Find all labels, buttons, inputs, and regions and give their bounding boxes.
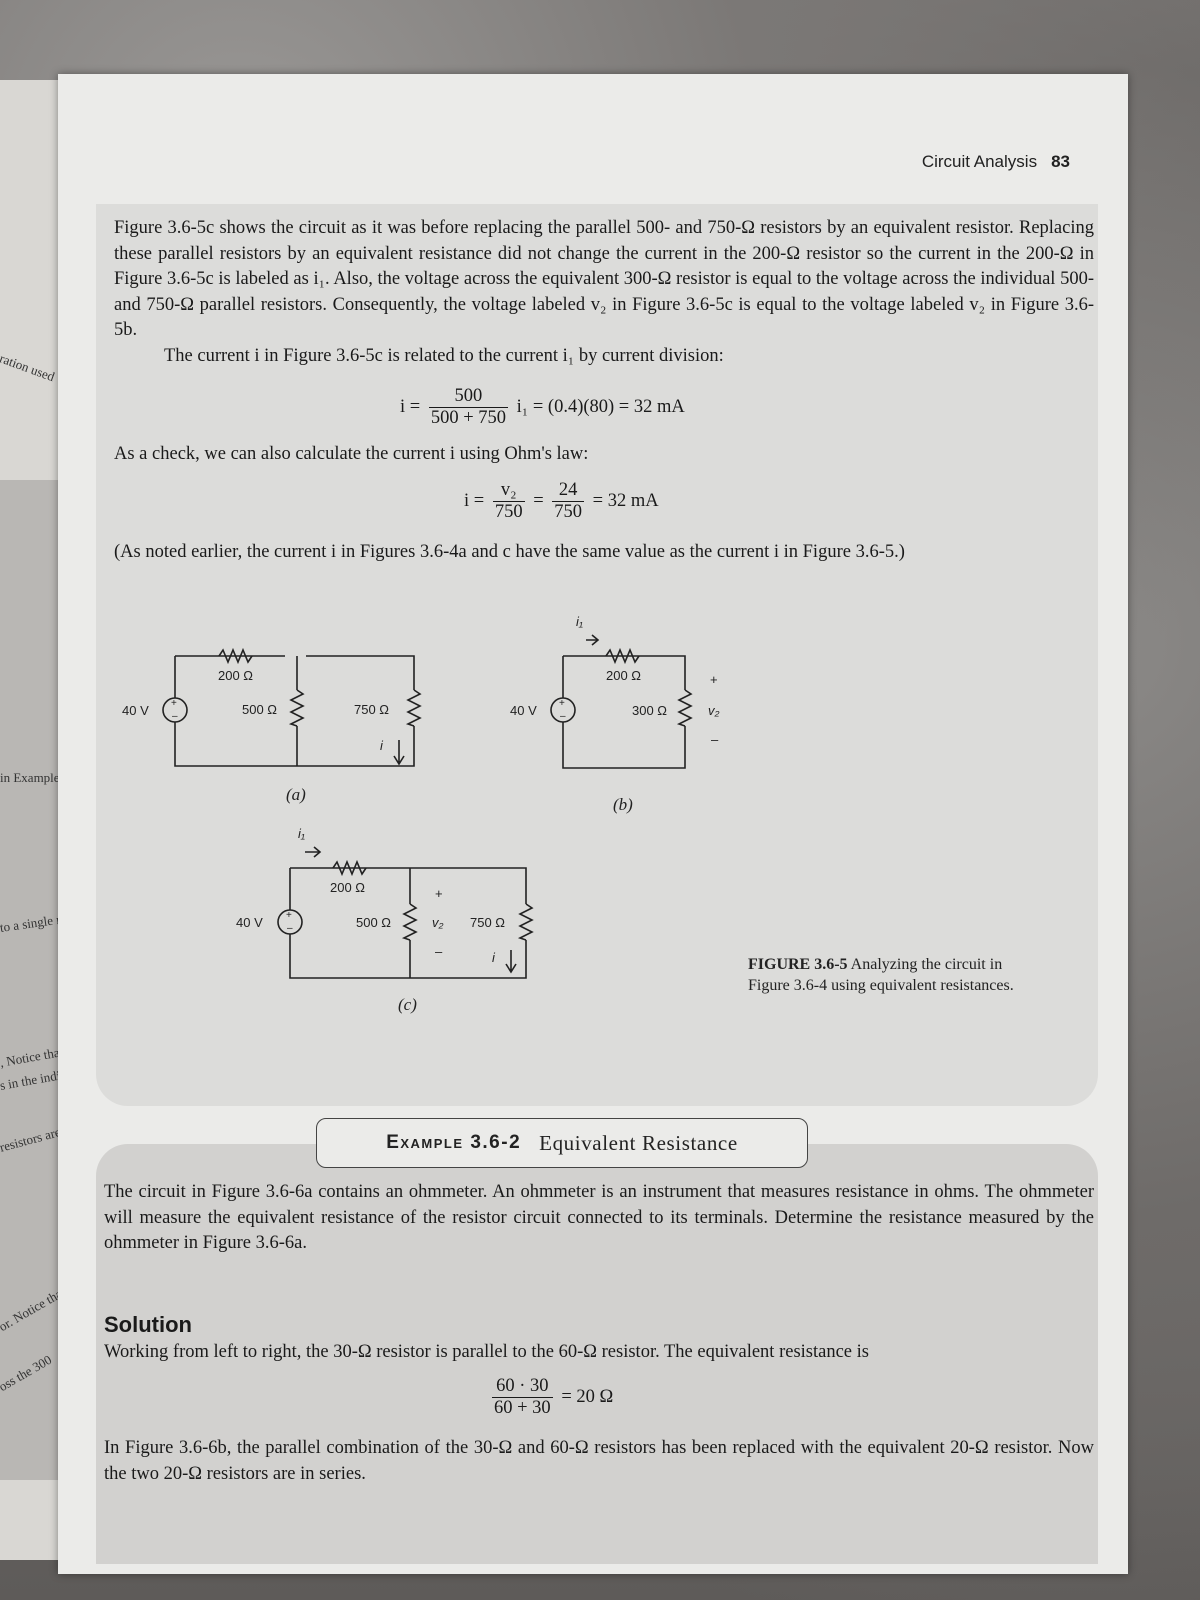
- paragraph-ohms-law: As a check, we can also calculate the cu…: [114, 444, 589, 464]
- circuit-b-voltage-label: v₂: [708, 703, 720, 718]
- circuit-b-plus: +: [710, 672, 718, 687]
- circuit-b-200-resistor: [605, 647, 640, 665]
- circuit-a-voltage-source: [162, 697, 188, 723]
- circuit-c-500-resistor: [401, 903, 418, 941]
- figure-caption: FIGURE 3.6-5 Analyzing the circuit in Fi…: [748, 956, 1014, 994]
- circuit-a-current-arrow: [393, 740, 405, 766]
- circuit-figures: + – + – + – 40 V 200 Ω 500 Ω 750 Ω i 40 …: [122, 614, 720, 1014]
- source-minus-sign: –: [560, 711, 566, 722]
- circuit-b-source-label: 40 V: [510, 703, 537, 718]
- circuit-c-current-label: i: [492, 950, 496, 965]
- example-heading-box: Example 3.6-2 Equivalent Resistance: [316, 1118, 808, 1168]
- circuit-b-current-label: i₁: [576, 614, 583, 629]
- left-page-edge: ration used in Example 3.6- to a single …: [0, 80, 83, 1560]
- circuit-a-caption: (a): [286, 785, 306, 804]
- circuit-b-300-resistor: [676, 689, 693, 727]
- circuit-b-r2-label: 300 Ω: [632, 703, 667, 718]
- circuit-c-current-top-label: i₁: [298, 826, 305, 841]
- circuit-b-caption: (b): [613, 795, 633, 814]
- circuit-a-r2-label: 500 Ω: [242, 702, 277, 717]
- circuit-a-current-label: i: [380, 738, 384, 753]
- page-number: 83: [1051, 152, 1070, 171]
- circuit-c-voltage-source: [277, 909, 303, 935]
- example-problem-text: The circuit in Figure 3.6-6a contains an…: [104, 1182, 1094, 1253]
- circuit-c-voltage-label: v₂: [432, 915, 444, 930]
- left-page-shaded-panel: [0, 480, 60, 1480]
- circuit-c-wires: [289, 867, 527, 979]
- margin-fragment: ration used: [0, 350, 57, 385]
- circuit-c-r2-label: 500 Ω: [356, 915, 391, 930]
- running-header: Circuit Analysis 83: [922, 152, 1070, 172]
- circuit-b-r1-label: 200 Ω: [606, 668, 641, 683]
- circuit-c-minus: –: [435, 944, 443, 959]
- section-title: Circuit Analysis: [921, 152, 1038, 171]
- circuit-c-200-resistor: [332, 859, 367, 877]
- circuit-c-current-arrow: [505, 950, 517, 974]
- example-continuation-panel: [96, 204, 1098, 1106]
- source-plus-sign: +: [171, 698, 177, 709]
- circuit-c-750-resistor: [517, 903, 534, 941]
- solution-heading: Solution: [104, 1312, 192, 1337]
- book-page: Circuit Analysis 83 Figure 3.6-5c shows t…: [58, 74, 1128, 1574]
- circuit-c-plus: +: [435, 886, 443, 901]
- circuit-b-current-arrow: [586, 634, 600, 646]
- circuit-c-r3-label: 750 Ω: [470, 915, 505, 930]
- solution-text-2: In Figure 3.6-6b, the parallel combinati…: [104, 1438, 1094, 1484]
- circuit-a-750-resistor: [405, 689, 422, 727]
- paragraph-note: (As noted earlier, the current i in Figu…: [114, 542, 905, 562]
- circuit-a-200-resistor: [218, 647, 253, 665]
- circuit-c-r1-label: 200 Ω: [330, 880, 365, 895]
- circuit-a-r3-label: 750 Ω: [354, 702, 389, 717]
- circuit-c-current-top-arrow: [305, 846, 322, 858]
- circuit-b-wires: [562, 655, 686, 769]
- circuit-c-source-label: 40 V: [236, 915, 263, 930]
- circuit-a-source-label: 40 V: [122, 703, 149, 718]
- example-number: Example 3.6-2: [386, 1132, 522, 1153]
- solution-text-1: Working from left to right, the 30-Ω res…: [104, 1342, 869, 1362]
- paragraph-explanation: Figure 3.6-5c shows the circuit as it wa…: [114, 218, 1094, 340]
- example-panel: [96, 1144, 1098, 1564]
- paragraph-current-division: The current i in Figure 3.6-5c is relate…: [164, 346, 724, 366]
- circuit-a-500-resistor: [288, 689, 305, 727]
- circuit-c-caption: (c): [398, 995, 417, 1014]
- circuit-b-minus: –: [711, 732, 719, 747]
- circuit-a-r1-label: 200 Ω: [218, 668, 253, 683]
- source-plus-sign: +: [286, 910, 292, 921]
- source-minus-sign: –: [287, 923, 293, 934]
- example-title: Equivalent Resistance: [539, 1130, 738, 1155]
- source-plus-sign: +: [559, 698, 565, 709]
- source-minus-sign: –: [172, 711, 178, 722]
- circuit-b-voltage-source: [550, 697, 576, 723]
